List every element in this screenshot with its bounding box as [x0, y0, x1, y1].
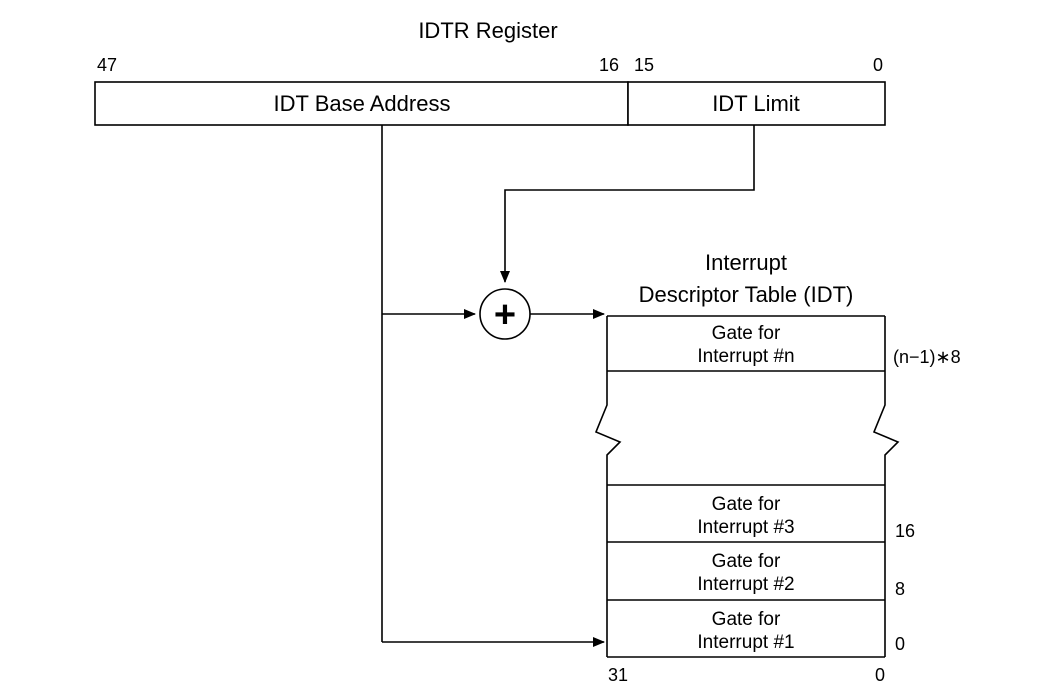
plus-icon: + [494, 294, 516, 336]
idtr-base-field [94, 81, 629, 126]
idtr-bit-47: 47 [97, 55, 117, 75]
gate-2-line1: Gate for [712, 551, 781, 572]
gate-n-line2: Interrupt #n [697, 346, 794, 367]
idtr-bit-15: 15 [634, 55, 654, 75]
gate-2-line2: Interrupt #2 [697, 574, 794, 595]
offset-8: 8 [895, 579, 905, 599]
idtr-limit-label: IDT Limit [712, 91, 800, 116]
idt-bit-31: 31 [608, 665, 628, 685]
idt-table: Gate for Interrupt #n Gate for Interrupt… [594, 315, 900, 658]
adder-circle [479, 288, 531, 340]
idt-right-edge [872, 316, 900, 657]
offset-16: 16 [895, 521, 915, 541]
gate-n-line1: Gate for [712, 323, 781, 344]
offset-n: (n−1)∗8 [893, 347, 961, 367]
limit-to-adder-line [500, 125, 755, 283]
offset-0: 0 [895, 634, 905, 654]
idtr-base-label: IDT Base Address [274, 91, 451, 116]
idt-title-line2: Descriptor Table (IDT) [639, 282, 854, 307]
idtr-limit-field [627, 81, 886, 126]
idt-bit-0: 0 [875, 665, 885, 685]
connectors [381, 125, 755, 647]
gate-1-line1: Gate for [712, 609, 781, 630]
adder: + [479, 288, 531, 340]
idtr-title: IDTR Register [418, 18, 557, 43]
idt-table-frame [607, 316, 885, 657]
idt-left-edge [594, 316, 622, 657]
idt-title-line1: Interrupt [705, 250, 787, 275]
gate-3-line2: Interrupt #3 [697, 517, 794, 538]
idtr-register: IDT Base Address IDT Limit [94, 81, 886, 126]
gate-1-line2: Interrupt #1 [697, 632, 794, 653]
gate-3-line1: Gate for [712, 494, 781, 515]
idtr-bit-16: 16 [599, 55, 619, 75]
idtr-bit-0: 0 [873, 55, 883, 75]
